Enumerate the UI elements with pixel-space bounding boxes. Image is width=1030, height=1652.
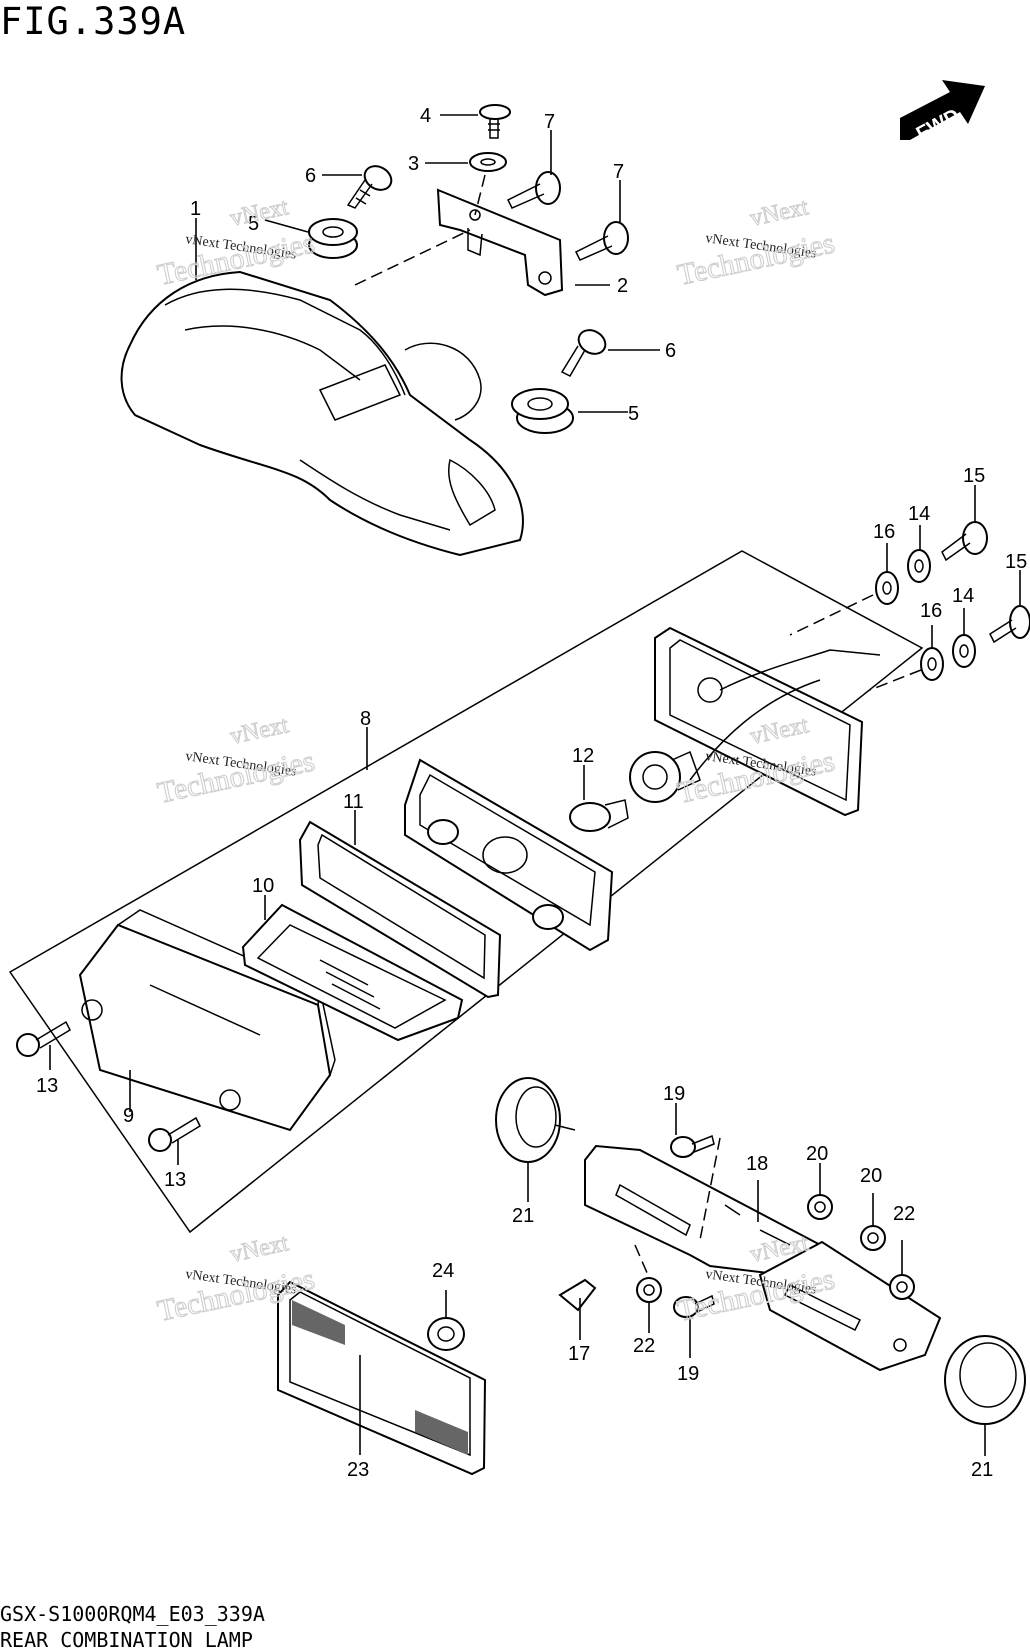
screw-part — [346, 165, 393, 209]
nut-part — [636, 1277, 662, 1303]
nut-part — [860, 1225, 886, 1251]
reflector-lamp-part — [495, 1077, 576, 1163]
cover-plate-part — [654, 626, 881, 817]
washer-part — [952, 634, 976, 668]
callout-15a: 15 — [963, 465, 985, 487]
callout-15b: 15 — [1005, 551, 1027, 573]
screw-part — [16, 1020, 71, 1057]
figure-title: FIG.339A — [0, 0, 187, 43]
screw-part — [148, 1116, 201, 1152]
callout-20b: 20 — [860, 1165, 882, 1187]
svg-text:Technologies: Technologies — [155, 744, 318, 809]
callout-3: 3 — [408, 153, 419, 175]
callout-5b: 5 — [628, 403, 639, 425]
callout-6a: 6 — [305, 165, 316, 187]
nut-part — [427, 1317, 465, 1351]
callout-2: 2 — [617, 275, 628, 297]
fwd-arrow-icon: FWD — [900, 80, 985, 145]
screw-part — [574, 221, 629, 261]
callout-20a: 20 — [806, 1143, 828, 1165]
socket-plate-part — [404, 758, 614, 952]
callout-19a: 19 — [663, 1083, 685, 1105]
callout-12: 12 — [572, 745, 594, 767]
screw-part — [941, 521, 988, 562]
callout-17: 17 — [568, 1343, 590, 1365]
watermark: vNext Technologies vNext Technologies — [154, 712, 318, 811]
callout-8: 8 — [360, 708, 371, 730]
callout-14a: 14 — [908, 503, 930, 525]
bracket-part — [436, 188, 564, 297]
callout-16a: 16 — [873, 521, 895, 543]
callout-21b: 21 — [971, 1459, 993, 1481]
callout-5a: 5 — [248, 213, 259, 235]
callout-16b: 16 — [920, 600, 942, 622]
assembly-name: REAR COMBINATION LAMP — [0, 1628, 253, 1652]
grommet-part — [308, 218, 358, 259]
callout-11: 11 — [343, 791, 364, 813]
callout-4: 4 — [420, 105, 431, 127]
washer-part — [920, 647, 944, 681]
callout-14b: 14 — [952, 585, 974, 607]
nut-part — [889, 1274, 915, 1300]
svg-text:vNext: vNext — [748, 194, 811, 232]
bulb-part — [569, 799, 629, 832]
rear-reflector-part — [277, 1280, 487, 1476]
turn-lamp-part — [944, 1335, 1026, 1425]
callout-22b: 22 — [893, 1203, 915, 1225]
watermark: vNext Technologies vNext Technologies — [674, 194, 838, 293]
callout-13b: 13 — [164, 1169, 186, 1191]
nut-part — [807, 1194, 833, 1220]
housing-part — [120, 270, 524, 557]
svg-text:vNext: vNext — [228, 194, 291, 232]
screw-part — [479, 104, 511, 139]
reflector-part — [241, 903, 464, 1042]
screw-part — [560, 329, 607, 377]
callout-24: 24 — [432, 1260, 454, 1282]
bulb-part — [558, 1278, 597, 1312]
callout-6b: 6 — [665, 340, 676, 362]
callout-7b: 7 — [613, 161, 624, 183]
washer-part — [907, 549, 931, 583]
gasket-part — [298, 820, 502, 999]
svg-text:Technologies: Technologies — [675, 226, 838, 291]
callout-18: 18 — [746, 1153, 768, 1175]
callout-23: 23 — [347, 1459, 369, 1481]
grommet-part — [511, 388, 574, 434]
callout-9: 9 — [123, 1105, 134, 1127]
svg-text:vNext: vNext — [228, 1230, 291, 1268]
subassembly-frame — [8, 550, 924, 1234]
callout-19b: 19 — [677, 1363, 699, 1385]
bolt-part — [670, 1134, 715, 1158]
washer-part — [875, 571, 899, 605]
model-code: GSX-S1000RQM4_E03_339A — [0, 1602, 265, 1626]
callout-1: 1 — [190, 198, 201, 220]
license-bracket-part — [758, 1240, 942, 1372]
screw-part — [989, 605, 1030, 644]
callout-7a: 7 — [544, 111, 555, 133]
washer-part — [469, 152, 507, 172]
screw-part — [506, 171, 561, 209]
svg-text:vNext: vNext — [228, 712, 291, 750]
callout-13a: 13 — [36, 1075, 58, 1097]
bolt-part — [673, 1294, 715, 1318]
callout-22a: 22 — [633, 1335, 655, 1357]
callout-21a: 21 — [512, 1205, 534, 1227]
socket-holder-part — [629, 750, 701, 803]
callout-10: 10 — [252, 875, 274, 897]
